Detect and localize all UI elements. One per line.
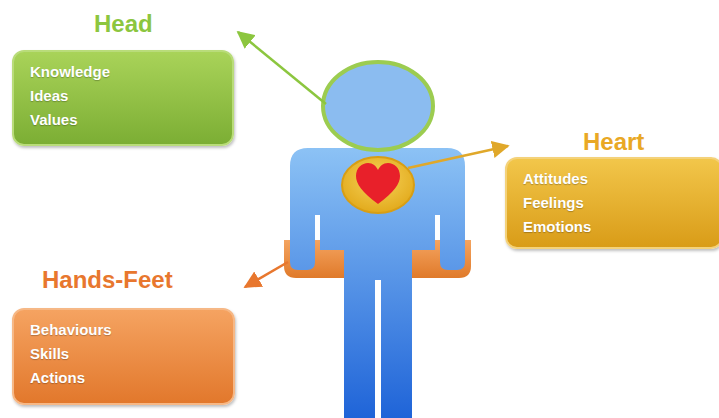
list-item: Attitudes (523, 167, 707, 191)
section-heading: Hands-Feet (42, 266, 173, 294)
head-circle (323, 62, 433, 150)
section-heading: Heart (583, 128, 644, 156)
heart-disc (342, 157, 414, 213)
list-item: Behaviours (30, 318, 219, 342)
list-item: Skills (30, 342, 219, 366)
heart-box: HeartAttitudesFeelingsEmotions (505, 128, 719, 249)
hands-feet-box: Hands-FeetBehavioursSkillsActions (12, 266, 235, 405)
list-panel: AttitudesFeelingsEmotions (505, 157, 719, 249)
list-panel: KnowledgeIdeasValues (12, 50, 234, 146)
head-box: HeadKnowledgeIdeasValues (12, 10, 234, 146)
head-arrow (238, 32, 326, 104)
hands-arrow (245, 262, 288, 287)
heart-arrow (408, 146, 508, 168)
list-item: Ideas (30, 84, 218, 108)
body-shape (290, 148, 465, 418)
list-item: Knowledge (30, 60, 218, 84)
list-panel: BehavioursSkillsActions (12, 308, 235, 405)
list-item: Values (30, 108, 218, 132)
list-item: Actions (30, 366, 219, 390)
list-item: Feelings (523, 191, 707, 215)
list-item: Emotions (523, 215, 707, 239)
section-heading: Head (94, 10, 153, 38)
heart-symbol (356, 163, 400, 204)
